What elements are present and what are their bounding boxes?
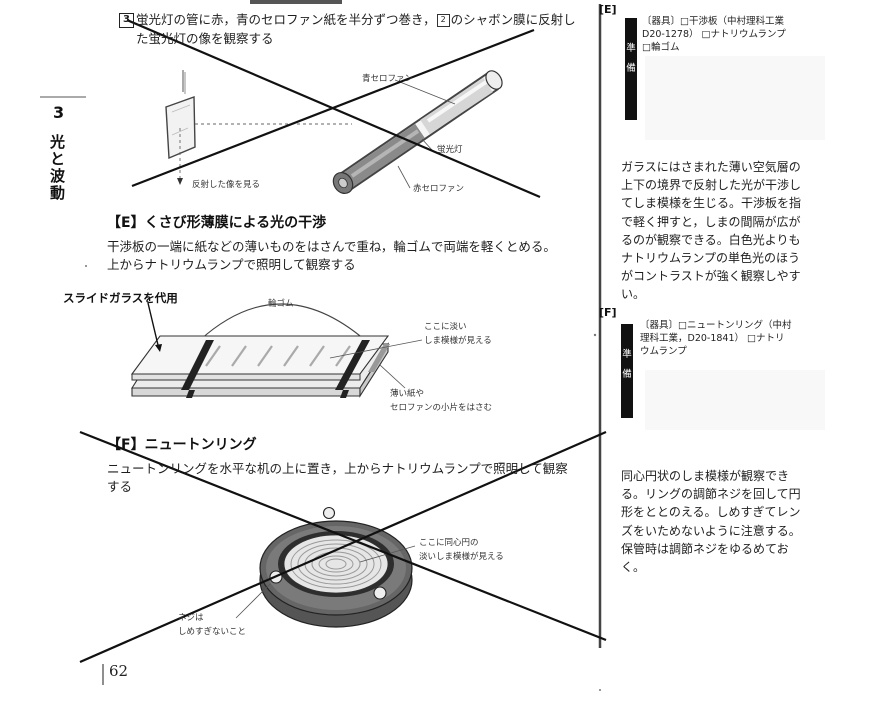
label-screw-2: しめすぎないこと bbox=[178, 627, 247, 637]
label-paper-1: 薄い紙や bbox=[390, 389, 425, 399]
step3-line2: た蛍光灯の像を観察する bbox=[136, 31, 274, 46]
label-red-cellophane: 赤セロファン bbox=[413, 184, 465, 194]
sidebar-tag-f: [F] bbox=[599, 306, 617, 319]
label-screw-1: ネジは bbox=[178, 613, 204, 623]
equipment-f-3: ウムランプ bbox=[640, 346, 687, 357]
chapter-title: 光 と 波 動 bbox=[50, 133, 66, 202]
section-e-heading: 【E】くさび形薄膜による光の干渉 bbox=[107, 215, 327, 231]
section-e-line2: 上からナトリウムランプで照明して観察する bbox=[107, 257, 356, 272]
label-blue-cellophane: 青セロファン bbox=[362, 74, 414, 84]
soap-film-frame bbox=[165, 96, 196, 160]
page-number: 62 bbox=[109, 662, 129, 680]
figure-newton-ring bbox=[235, 506, 416, 628]
cross-out-top bbox=[126, 18, 541, 199]
step-number-badge: 3 bbox=[119, 13, 134, 28]
handwritten-arrow bbox=[147, 302, 159, 346]
sidebar-body-e: ガラスにはさまれた薄い空気層の 上下の境界で反射した光が干渉し てしま模様を生じ… bbox=[621, 160, 802, 302]
equipment-f-1: 〔器具〕□ニュートンリング（中村 bbox=[640, 320, 792, 331]
section-f-heading: 【F】ニュートンリング bbox=[107, 437, 257, 453]
label-rings-2: 淡いしま模様が見える bbox=[419, 552, 504, 562]
equipment-e-2: D20-1278） □ナトリウムランプ bbox=[642, 29, 786, 40]
sidebar-body-f: 同心円状のしま模様が観察でき る。リングの調節ネジを回して円 形をととのえる。し… bbox=[621, 469, 801, 575]
section-f-line1: ニュートンリングを水平な机の上に置き，上からナトリウムランプで照明して観察 bbox=[107, 461, 568, 476]
chapter-number: 3 bbox=[53, 103, 65, 122]
label-rubber-band: 輪ゴム bbox=[268, 299, 294, 309]
prepare-badge-e: 準 備 bbox=[625, 18, 637, 120]
section-f-line2: する bbox=[107, 479, 133, 494]
section-e-line1: 干渉板の一端に紙などの薄いものをはさんで重ね，輪ゴムで両端を軽くとめる。 bbox=[107, 239, 556, 254]
equipment-f-2: 理科工業，D20-1841） □ナトリ bbox=[640, 333, 785, 344]
header-fragment bbox=[250, 0, 342, 4]
prepare-badge-f: 準 備 bbox=[621, 324, 633, 418]
scan-noise bbox=[645, 56, 825, 140]
figure-interference-plates bbox=[130, 303, 423, 398]
label-see-reflection: 反射した像を見る bbox=[192, 180, 261, 190]
equipment-e-1: 〔器具〕□干渉板（中村理科工業 bbox=[642, 16, 784, 27]
cross-out-bottom bbox=[79, 430, 607, 664]
label-fringe-1: ここに淡い bbox=[424, 322, 467, 332]
handwritten-note: スライドガラスを代用 bbox=[63, 291, 178, 305]
sidebar-tag-e: [E] bbox=[599, 3, 617, 16]
label-rings-1: ここに同心円の bbox=[419, 538, 479, 548]
scan-noise bbox=[645, 370, 825, 430]
figure-soap-film bbox=[165, 70, 352, 185]
step-ref-badge: 2 bbox=[436, 14, 450, 27]
label-fluorescent-lamp: 蛍光灯 bbox=[437, 145, 463, 155]
figure-fluorescent-lamp bbox=[332, 70, 503, 195]
equipment-e-3: □輪ゴム bbox=[642, 42, 680, 53]
label-paper-2: セロファンの小片をはさむ bbox=[390, 403, 493, 413]
label-fringe-2: しま模様が見える bbox=[424, 336, 492, 346]
